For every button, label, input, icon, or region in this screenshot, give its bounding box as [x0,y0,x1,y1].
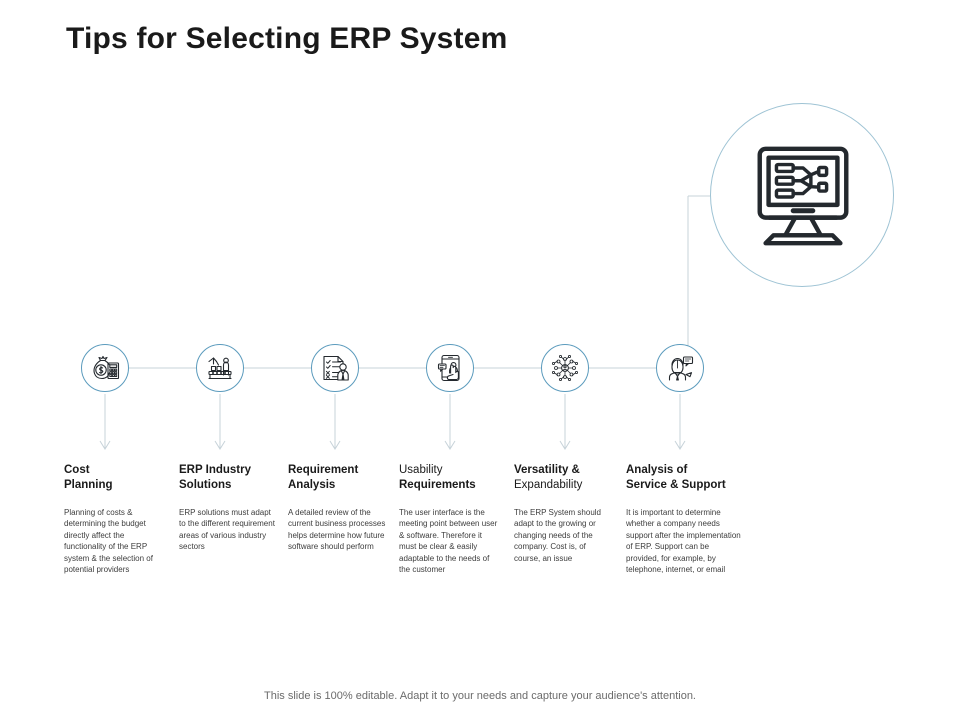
monitor-flowchart-icon [757,146,849,246]
step-circle-2[interactable] [196,344,244,392]
step-column-2: ERP Industry Solutions ERP solutions mus… [179,463,279,553]
step-column-5: Versatility & Expandability The ERP Syst… [514,463,614,564]
step-body-5: The ERP System should adapt to the growi… [514,508,602,563]
step-heading-4: Usability Requirements [399,463,501,493]
step-heading-line2: Analysis [288,479,336,491]
step-heading-1: Cost Planning [64,463,162,493]
step-heading-line1: Cost [64,464,90,476]
step-body-4: The user interface is the meeting point … [399,508,498,575]
step-heading-line2: Solutions [179,479,232,491]
step-heading-line2: Planning [64,479,113,491]
step-heading-line1: Requirement [288,464,359,476]
step-column-3: Requirement Analysis A detailed review o… [288,463,388,553]
step-body-1: Planning of costs & determining the budg… [64,508,153,575]
step-circle-5[interactable] [541,344,589,392]
step-heading-2: ERP Industry Solutions [179,463,279,493]
step-heading-line2: Service & Support [626,479,726,491]
step-circle-6[interactable] [656,344,704,392]
step-heading-line1: ERP Industry [179,464,251,476]
step-heading-line2: Requirements [399,479,476,491]
step-body-2: ERP solutions must adapt to the differen… [179,508,275,552]
factory-production-line-icon [208,357,232,380]
step-heading-line1: Usability [399,464,443,476]
step-heading-line1: Versatility & [514,464,580,476]
step-heading-6: Analysis of Service & Support [626,463,744,493]
mobile-touch-user-icon [437,354,460,382]
money-bag-calculator-icon [93,355,120,380]
step-heading-line2: Expandability [514,479,583,491]
step-circle-4[interactable] [426,344,474,392]
page-title: Tips for Selecting ERP System [66,22,508,55]
step-heading-3: Requirement Analysis [288,463,388,493]
footer-note: This slide is 100% editable. Adapt it to… [264,690,696,702]
network-hub-icon [551,354,579,382]
step-heading-5: Versatility & Expandability [514,463,614,493]
step-circle-1[interactable] [81,344,129,392]
step-body-6: It is important to determine whether a c… [626,508,741,575]
step-column-4: Usability Requirements The user interfac… [399,463,501,575]
step-heading-line1: Analysis of [626,464,688,476]
checklist-person-icon [323,355,349,381]
hero-circle [710,103,894,287]
step-circle-3[interactable] [311,344,359,392]
step-body-3: A detailed review of the current busines… [288,508,386,552]
support-agent-chat-icon [668,356,694,381]
step-column-1: Cost Planning Planning of costs & determ… [64,463,162,575]
step-column-6: Analysis of Service & Support It is impo… [626,463,744,575]
